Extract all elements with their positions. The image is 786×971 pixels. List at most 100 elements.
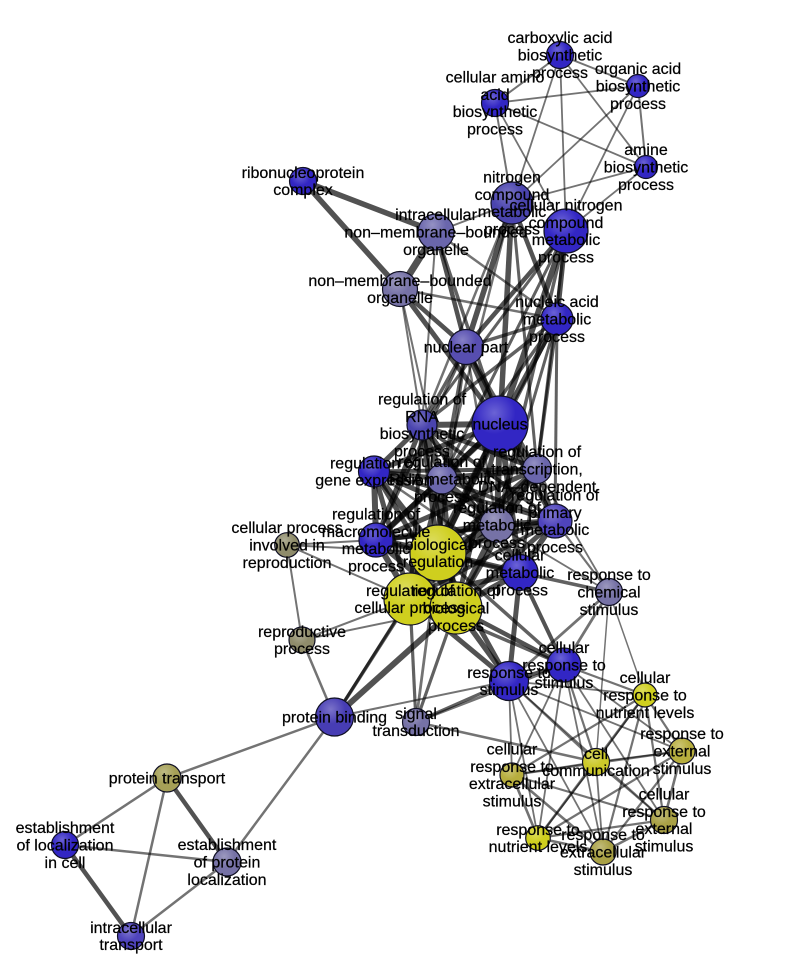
svg-text:metabolic: metabolic — [521, 522, 589, 539]
svg-text:compound: compound — [475, 187, 550, 204]
svg-text:in cell: in cell — [45, 855, 86, 872]
svg-text:stimulus: stimulus — [535, 675, 594, 692]
svg-text:of localization: of localization — [17, 838, 114, 855]
svg-text:process: process — [492, 582, 548, 599]
svg-text:process: process — [274, 641, 330, 658]
svg-text:complex: complex — [273, 182, 333, 199]
svg-text:metabolic: metabolic — [342, 541, 410, 558]
svg-text:communication: communication — [542, 763, 650, 780]
svg-text:biological: biological — [423, 601, 490, 618]
svg-text:of protein: of protein — [194, 855, 261, 872]
svg-text:regulation of: regulation of — [366, 583, 455, 600]
svg-text:extracellular: extracellular — [560, 845, 647, 862]
svg-text:acid: acid — [480, 87, 509, 104]
svg-text:regulation of: regulation of — [412, 583, 501, 600]
svg-text:biosynthetic: biosynthetic — [380, 426, 465, 443]
svg-text:process: process — [348, 558, 404, 575]
svg-text:regulation of: regulation of — [493, 444, 582, 461]
svg-text:carboxylic acid: carboxylic acid — [508, 30, 613, 47]
svg-text:cellular: cellular — [620, 670, 671, 687]
svg-text:response to: response to — [467, 665, 551, 682]
svg-text:primary: primary — [528, 505, 581, 522]
svg-text:regulation of: regulation of — [378, 392, 467, 409]
svg-text:cellular: cellular — [539, 640, 590, 657]
svg-text:process: process — [610, 96, 666, 113]
svg-text:cell: cell — [584, 746, 608, 763]
svg-text:stimulus: stimulus — [653, 761, 712, 778]
svg-text:non–membrane–bounded: non–membrane–bounded — [308, 273, 491, 290]
svg-text:regulation of: regulation of — [453, 500, 542, 517]
svg-text:external: external — [654, 744, 711, 761]
svg-text:extracellular: extracellular — [469, 776, 556, 793]
svg-text:ribonucleoprotein: ribonucleoprotein — [242, 165, 365, 182]
svg-text:biosynthetic: biosynthetic — [453, 104, 538, 121]
svg-text:external: external — [636, 821, 693, 838]
svg-text:response to: response to — [496, 822, 580, 839]
svg-text:nitrogen: nitrogen — [483, 170, 541, 187]
svg-text:stimulus: stimulus — [580, 602, 639, 619]
svg-text:regulation of: regulation of — [511, 488, 600, 505]
svg-text:compound: compound — [529, 215, 604, 232]
svg-text:response to: response to — [561, 827, 645, 844]
svg-text:metabolic: metabolic — [523, 312, 591, 329]
svg-text:transport: transport — [99, 937, 163, 954]
svg-text:stimulus: stimulus — [574, 862, 633, 879]
svg-text:metabolic: metabolic — [486, 565, 554, 582]
svg-text:process: process — [618, 177, 674, 194]
svg-text:process: process — [529, 329, 585, 346]
svg-text:process: process — [467, 121, 523, 138]
svg-text:process: process — [527, 540, 583, 557]
svg-text:transcription,: transcription, — [491, 462, 583, 479]
svg-text:process: process — [428, 618, 484, 635]
svg-text:metabolic: metabolic — [532, 232, 600, 249]
svg-text:nutrient levels: nutrient levels — [596, 705, 695, 722]
svg-text:response to: response to — [567, 567, 651, 584]
svg-text:response to: response to — [522, 658, 606, 675]
svg-text:reproductive: reproductive — [258, 624, 346, 641]
svg-text:RNA metabolic: RNA metabolic — [389, 472, 495, 489]
svg-text:organelle: organelle — [367, 290, 433, 307]
svg-text:cellular process: cellular process — [354, 600, 465, 617]
svg-text:cellular: cellular — [495, 548, 546, 565]
svg-text:nucleus: nucleus — [472, 417, 527, 434]
svg-text:signal: signal — [395, 706, 437, 723]
svg-text:metabolic: metabolic — [478, 204, 546, 221]
svg-text:non–membrane–bounded: non–membrane–bounded — [344, 225, 527, 242]
svg-text:stimulus: stimulus — [635, 838, 694, 855]
svg-text:intracellular: intracellular — [90, 920, 172, 937]
svg-text:process: process — [484, 222, 540, 239]
svg-text:cellular: cellular — [487, 742, 538, 759]
svg-text:establishment: establishment — [16, 820, 115, 837]
svg-text:localization: localization — [187, 872, 266, 889]
svg-text:establishment: establishment — [178, 837, 277, 854]
svg-text:cellular amino: cellular amino — [446, 70, 545, 87]
svg-text:stimulus: stimulus — [483, 793, 542, 810]
svg-text:response to: response to — [470, 759, 554, 776]
svg-text:transduction: transduction — [372, 723, 459, 740]
svg-text:process: process — [532, 65, 588, 82]
svg-text:regulation of: regulation of — [332, 507, 421, 524]
svg-text:reproduction: reproduction — [243, 555, 332, 572]
svg-text:response to: response to — [603, 688, 687, 705]
svg-text:organic acid: organic acid — [595, 61, 681, 78]
svg-text:DNA–dependent: DNA–dependent — [478, 479, 597, 496]
svg-text:regulation: regulation — [403, 554, 473, 571]
svg-text:protein transport: protein transport — [109, 771, 226, 788]
svg-text:biosynthetic: biosynthetic — [518, 48, 603, 65]
svg-text:RNA: RNA — [405, 409, 439, 426]
svg-text:amine: amine — [624, 142, 668, 159]
svg-text:biosynthetic: biosynthetic — [596, 79, 681, 96]
svg-text:process: process — [414, 489, 470, 506]
svg-text:involved in: involved in — [249, 538, 325, 555]
svg-text:nuclear part: nuclear part — [424, 340, 509, 357]
svg-text:stimulus: stimulus — [480, 682, 539, 699]
svg-text:response to: response to — [640, 726, 724, 743]
svg-text:response to: response to — [622, 804, 706, 821]
svg-text:nutrient levels: nutrient levels — [489, 839, 588, 856]
svg-text:cellular process: cellular process — [231, 520, 342, 537]
svg-text:metabolic: metabolic — [463, 518, 531, 535]
svg-text:nucleic acid: nucleic acid — [515, 294, 599, 311]
svg-text:intracellular: intracellular — [395, 207, 477, 224]
svg-text:regulation of: regulation of — [398, 454, 487, 471]
svg-text:biological: biological — [405, 537, 472, 554]
